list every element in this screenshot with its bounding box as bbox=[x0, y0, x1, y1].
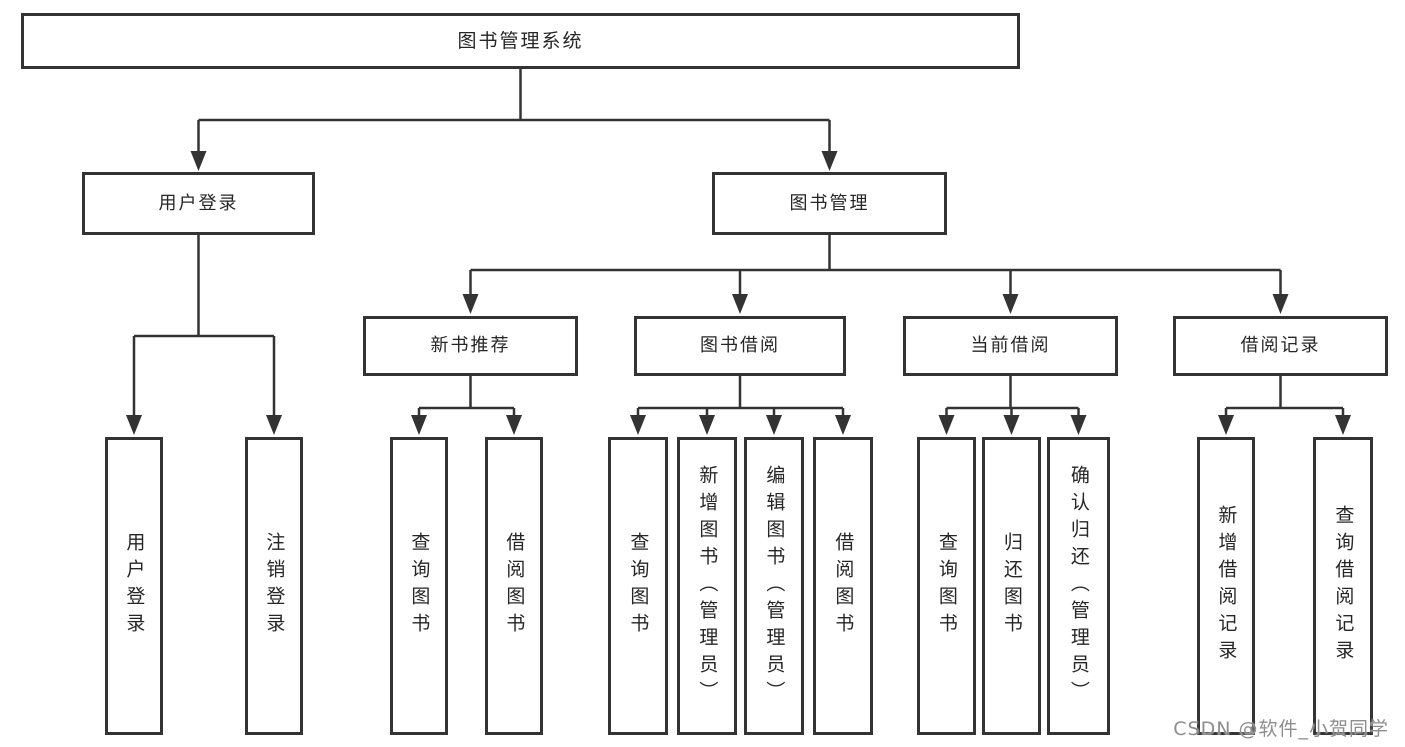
leaf-user-login: 用户登录 bbox=[105, 437, 163, 735]
leaf-query-books-recommend: 查询图书 bbox=[390, 437, 448, 735]
arrowhead bbox=[506, 415, 522, 435]
node-borrowing-records: 借阅记录 bbox=[1173, 316, 1388, 376]
node-book-borrowing: 图书借阅 bbox=[634, 316, 846, 376]
leaf-query-books-current: 查询图书 bbox=[917, 437, 976, 735]
leaf-add-borrow-record: 新增借阅记录 bbox=[1197, 437, 1255, 735]
leaf-logout: 注销登录 bbox=[245, 437, 303, 735]
connector-records-branch bbox=[1224, 376, 1345, 417]
arrowhead bbox=[1218, 415, 1234, 435]
node-current-borrowing: 当前借阅 bbox=[903, 316, 1118, 376]
arrowhead bbox=[699, 415, 715, 435]
arrowhead bbox=[938, 415, 955, 435]
arrowhead bbox=[1002, 294, 1019, 314]
arrowhead bbox=[1272, 294, 1289, 314]
arrowhead bbox=[630, 415, 646, 435]
connector-borrowing-branch bbox=[636, 376, 845, 417]
node-new-book-recommend: 新书推荐 bbox=[363, 316, 578, 376]
node-library-system: 图书管理系统 bbox=[21, 13, 1020, 69]
leaf-edit-books-admin: 编辑图书（管理员） bbox=[744, 437, 804, 735]
arrowhead bbox=[126, 415, 142, 435]
leaf-borrow-books: 借阅图书 bbox=[813, 437, 873, 735]
arrowhead bbox=[1335, 415, 1351, 435]
arrowhead bbox=[462, 294, 479, 314]
arrowhead bbox=[266, 415, 282, 435]
arrowhead bbox=[821, 151, 838, 171]
leaf-confirm-return-admin: 确认归还（管理员） bbox=[1047, 437, 1110, 735]
arrowhead bbox=[732, 294, 748, 314]
arrowhead bbox=[1003, 415, 1020, 435]
node-book-management: 图书管理 bbox=[712, 172, 947, 235]
leaf-borrow-books-recommend: 借阅图书 bbox=[485, 437, 543, 735]
connector-recommend-branch bbox=[417, 376, 516, 417]
csdn-watermark: CSDN @软件_小贺同学 bbox=[1173, 718, 1389, 740]
connector-book-management-branch bbox=[469, 235, 1282, 295]
leaf-query-borrow-record: 查询借阅记录 bbox=[1313, 437, 1373, 735]
connector-current-branch bbox=[945, 376, 1080, 417]
arrowhead bbox=[190, 151, 207, 171]
arrowhead bbox=[1070, 415, 1087, 435]
leaf-return-books: 归还图书 bbox=[982, 437, 1041, 735]
arrowheads bbox=[126, 151, 1351, 435]
connector-root-to-level2 bbox=[197, 69, 831, 152]
arrowhead bbox=[766, 415, 782, 435]
arrowhead bbox=[411, 415, 427, 435]
leaf-query-books-borrowing: 查询图书 bbox=[608, 437, 668, 735]
node-user-login: 用户登录 bbox=[82, 172, 315, 235]
connector-user-login-branch bbox=[132, 235, 276, 417]
leaf-add-books-admin: 新增图书（管理员） bbox=[677, 437, 737, 735]
arrowhead bbox=[835, 415, 851, 435]
